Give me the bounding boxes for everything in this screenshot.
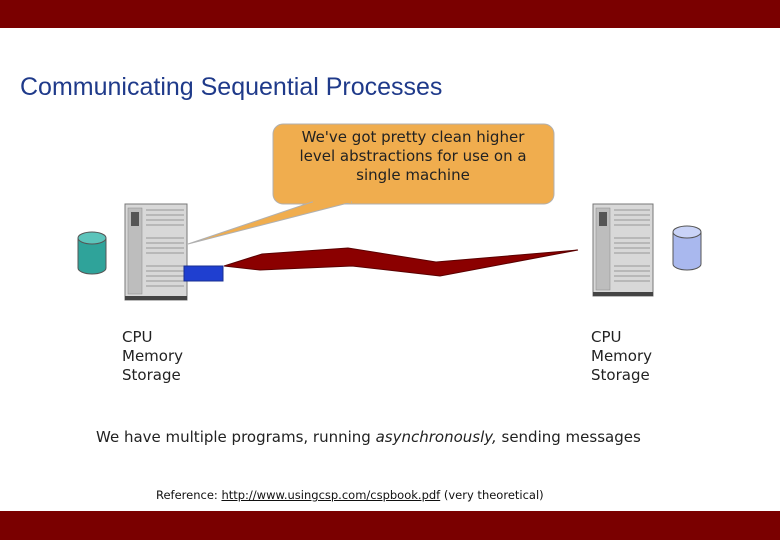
left-machine-specs: CPU Memory Storage: [122, 328, 183, 385]
database-icon: [672, 225, 702, 271]
callout-line: level abstractions for use on a: [299, 147, 527, 165]
reference-link[interactable]: http://www.usingcsp.com/cspbook.pdf: [221, 488, 441, 502]
right-machine-specs: CPU Memory Storage: [591, 328, 652, 385]
caption-text: We have multiple programs, running: [96, 428, 376, 446]
spec-cpu: CPU: [122, 328, 153, 346]
spec-storage: Storage: [591, 366, 650, 384]
caption-text: sending messages: [496, 428, 641, 446]
spec-cpu: CPU: [591, 328, 622, 346]
lightning-link-icon: [223, 247, 579, 277]
top-banner: [0, 0, 780, 28]
spec-memory: Memory: [591, 347, 653, 365]
spec-storage: Storage: [122, 366, 181, 384]
callout-text: We've got pretty clean higher level abst…: [283, 128, 543, 185]
caption: We have multiple programs, running async…: [96, 428, 641, 446]
callout-line: single machine: [356, 166, 470, 184]
caption-emphasis: asynchronously,: [375, 428, 497, 446]
server-icon: [592, 203, 654, 297]
reference-prefix: Reference:: [156, 488, 222, 502]
server-icon: [124, 203, 188, 301]
slide-title: Communicating Sequential Processes: [20, 73, 443, 101]
packet-icon: [183, 265, 224, 282]
reference: Reference: http://www.usingcsp.com/cspbo…: [156, 488, 544, 502]
callout-line: We've got pretty clean higher: [301, 128, 525, 146]
spec-memory: Memory: [122, 347, 184, 365]
reference-suffix: (very theoretical): [440, 488, 544, 502]
database-icon: [77, 231, 107, 275]
bottom-banner: [0, 511, 780, 540]
callout-bubble: [187, 123, 555, 245]
